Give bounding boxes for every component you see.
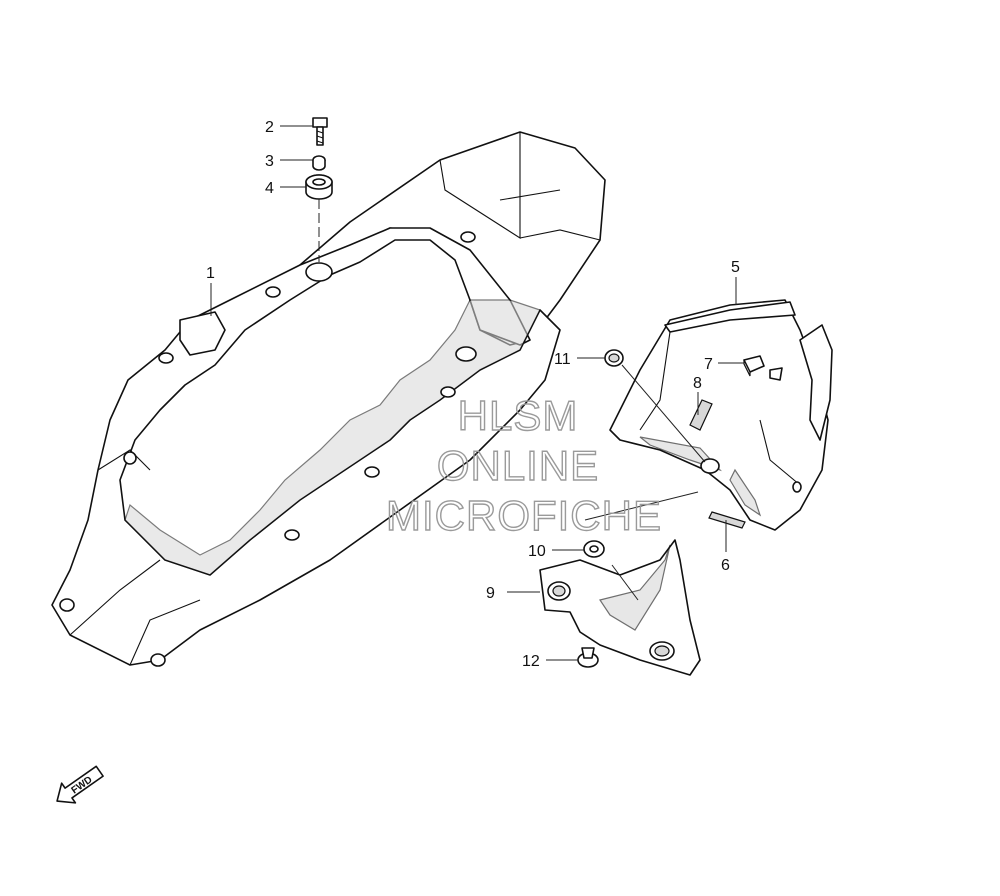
part-2-screw xyxy=(312,117,328,146)
part-5-side-cover xyxy=(609,299,833,531)
watermark-line-2: ONLINE xyxy=(437,442,599,489)
callout-6: 6 xyxy=(721,557,730,574)
callout-8: 8 xyxy=(693,375,702,392)
callout-7: 7 xyxy=(704,356,713,373)
watermark-line-1: HLSM xyxy=(458,392,579,439)
callout-4: 4 xyxy=(265,180,274,197)
part-11-nut xyxy=(604,349,624,367)
watermark-line-3: MICROFICHE xyxy=(386,492,662,539)
callout-5: 5 xyxy=(731,259,740,276)
part-12-plug xyxy=(577,647,599,668)
callout-10: 10 xyxy=(528,543,546,560)
leader-lines xyxy=(210,125,744,661)
callout-2: 2 xyxy=(265,119,274,136)
callout-3: 3 xyxy=(265,153,274,170)
part-9-lower-panel xyxy=(539,539,701,676)
callout-12: 12 xyxy=(522,653,540,670)
part-4-grommet xyxy=(305,174,333,200)
part-6-tape xyxy=(708,511,746,529)
callout-11: 11 xyxy=(554,351,571,368)
callout-9: 9 xyxy=(486,585,495,602)
watermark: HLSM ONLINE MICROFICHE xyxy=(385,391,662,539)
part-3-collar xyxy=(312,155,326,171)
part-10-washer xyxy=(583,540,605,558)
callout-labels: 1 2 3 4 5 6 7 8 9 10 11 12 xyxy=(206,119,740,670)
fwd-arrow-icon: FWD xyxy=(56,765,104,804)
part-1-tail-cover xyxy=(51,131,606,667)
part-7-clip xyxy=(743,355,765,377)
callout-1: 1 xyxy=(206,265,215,282)
